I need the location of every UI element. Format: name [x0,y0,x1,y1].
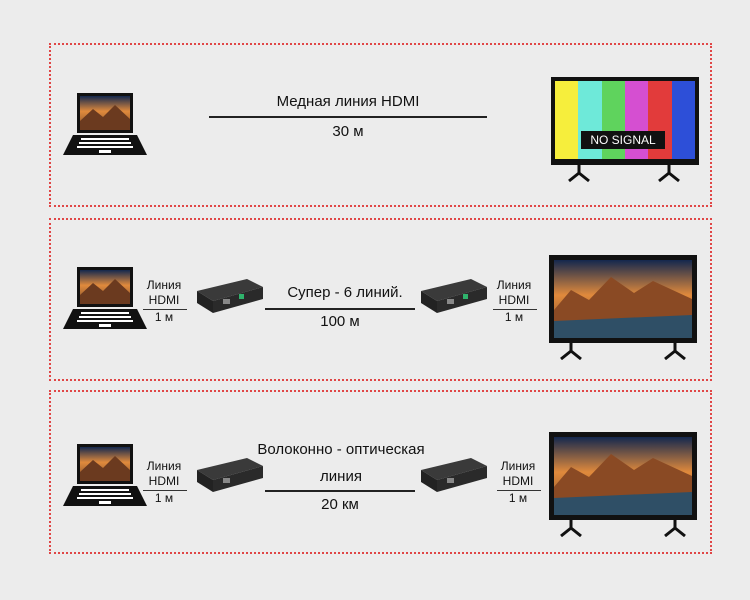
cable-line [143,490,187,491]
color-bar [555,81,579,159]
cable-line [143,309,187,310]
copper-line [209,116,487,118]
tv-landscape [549,255,697,360]
cable-line [497,490,541,491]
cable-label-length: 1 м [154,310,174,324]
cat6-line [265,308,415,310]
laptop-icon [63,93,147,155]
cable-label-word: Линия [146,459,182,473]
distance-label: 30 м [332,123,364,140]
row-fiber: Линия HDMI 1 м Волоконно - оптическая ли… [49,390,712,554]
line-label-1: Волоконно - оптическая [257,441,425,458]
distance-label: 100 м [320,313,360,330]
fiber-line [265,490,415,492]
cable-label-length: 1 м [508,491,528,505]
tv-no-signal: NO SIGNAL [551,77,699,165]
laptop-icon [63,267,147,329]
cable-label-word: Линия [500,459,536,473]
cable-label-type: HDMI [148,474,180,488]
receiver-icon [421,458,487,492]
tv-stand [568,163,680,183]
cable-label-type: HDMI [498,293,530,307]
cable-label-word: Линия [496,278,532,292]
cable-label-type: HDMI [502,474,534,488]
no-signal-badge: NO SIGNAL [581,131,665,149]
tv-landscape [549,432,697,537]
row-copper: Медная линия HDMI 30 м NO SIGNAL [49,43,712,207]
receiver-icon [421,279,487,313]
cable-label-type: HDMI [148,293,180,307]
line-label: Медная линия HDMI [276,93,420,110]
cable-label-length: 1 м [504,310,524,324]
distance-label: 20 км [321,496,359,513]
line-label-2: линия [320,468,362,485]
cable-line [493,309,537,310]
row-cat6: Линия HDMI 1 м Супер - 6 линий. 100 м Ли… [49,218,712,381]
color-bar [671,81,695,159]
cable-label-word: Линия [146,278,182,292]
transmitter-icon [197,279,263,313]
line-label: Супер - 6 линий. [287,284,403,301]
cable-label-length: 1 м [154,491,174,505]
laptop-icon [63,444,147,506]
transmitter-icon [197,458,263,492]
